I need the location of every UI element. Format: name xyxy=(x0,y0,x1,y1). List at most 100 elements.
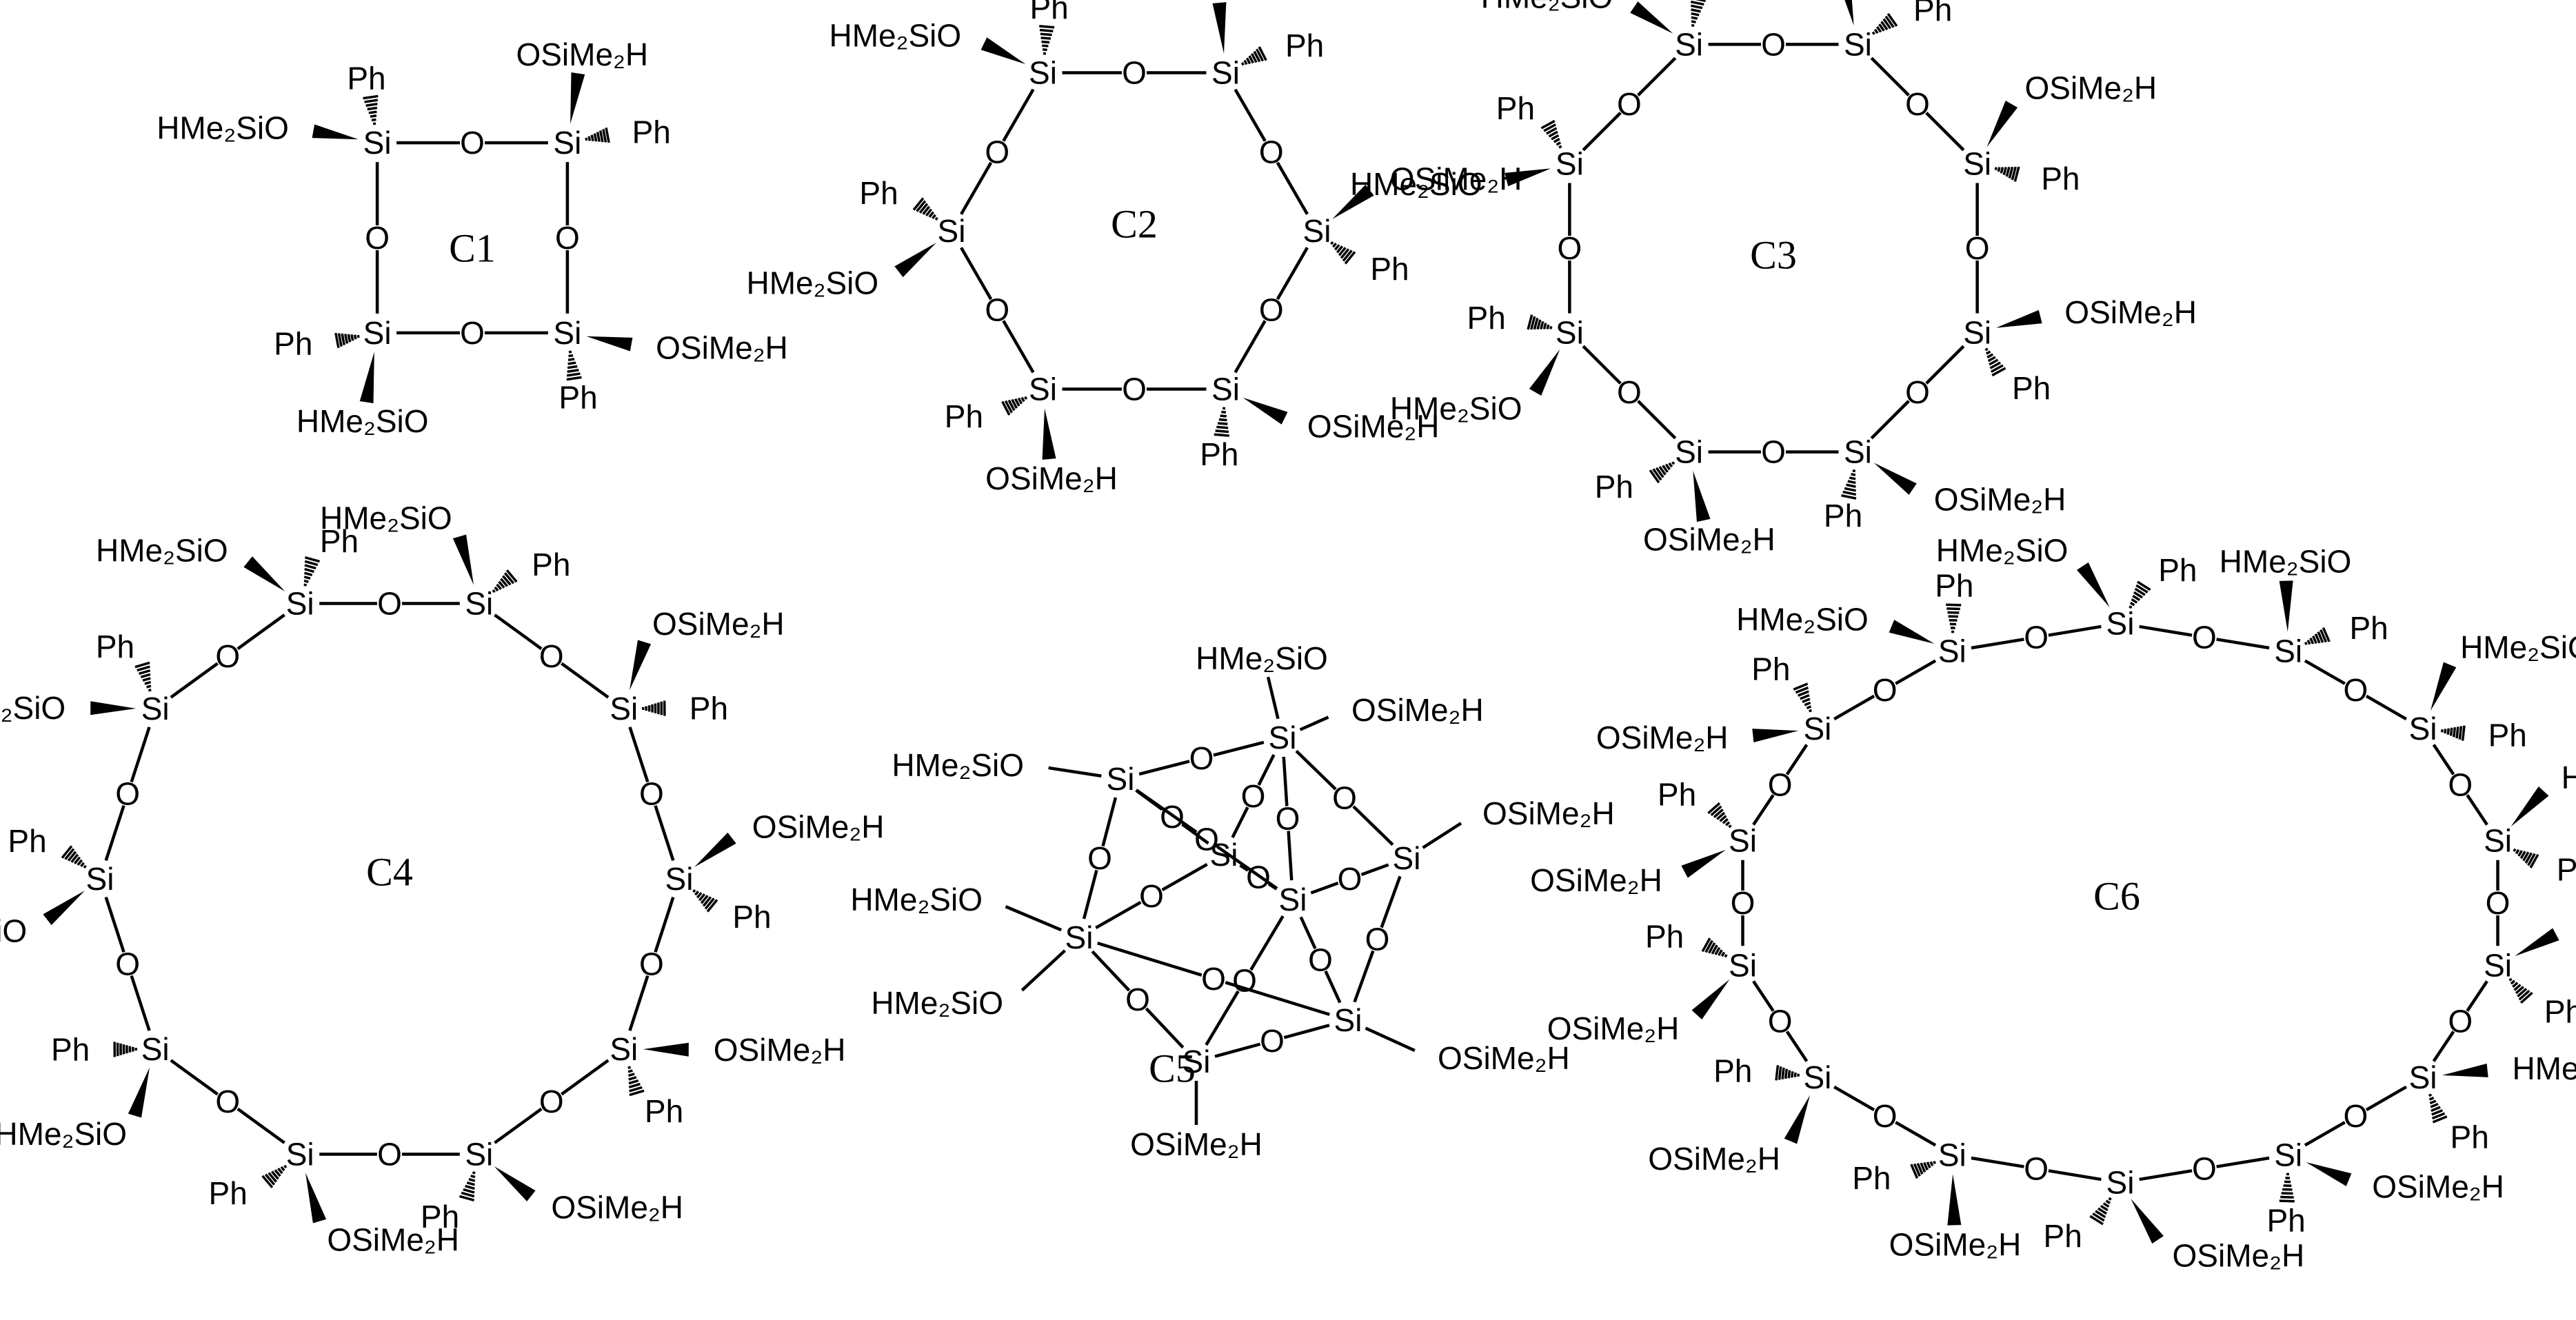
siloxy-substituent: OSiMe₂H xyxy=(327,1221,459,1257)
silicon-atom: Si xyxy=(1844,26,1872,62)
hashed-bond xyxy=(1022,398,1024,402)
bond-line xyxy=(1146,1008,1183,1048)
hashed-bond xyxy=(1216,431,1229,432)
hashed-bond xyxy=(936,218,938,220)
silicon-atom: Si xyxy=(1938,1137,1966,1172)
silicon-atom: Si xyxy=(2484,947,2512,983)
phenyl-substituent: Ph xyxy=(1200,436,1238,472)
hashed-bond xyxy=(1995,167,1996,170)
hashed-bond xyxy=(695,891,698,895)
silicon-atom: Si xyxy=(2484,823,2512,859)
oxygen-atom: O xyxy=(1201,961,1226,997)
silicon-atom: Si xyxy=(2409,1059,2437,1095)
silicon-atom: Si xyxy=(2106,605,2135,641)
bond-line xyxy=(1583,113,1620,150)
wedge-bond xyxy=(1043,408,1056,460)
hashed-bond xyxy=(1776,1065,1778,1080)
oxygen-atom: O xyxy=(1873,1098,1898,1134)
molecule-label-c2: C2 xyxy=(1111,202,1158,247)
silicon-atom: Si xyxy=(1065,920,1094,955)
bond-line xyxy=(1365,1028,1414,1050)
hashed-bond xyxy=(1554,139,1560,142)
hashed-bond xyxy=(1927,1162,1930,1168)
hashed-bond xyxy=(365,100,378,102)
silicon-atom: Si xyxy=(1938,633,1966,669)
wedge-bond xyxy=(1692,979,1730,1019)
siloxy-substituent: OSiMe₂H xyxy=(1547,1011,1680,1046)
siloxy-substituent: OSiMe₂H xyxy=(2024,70,2157,105)
oxygen-atom: O xyxy=(1873,672,1898,708)
molecule-c5: C5 OOOOOOOOOOOOOOOOSiSiSiSiSiSiSiSiHMe₂S… xyxy=(850,640,1614,1162)
silicon-atom: Si xyxy=(1963,314,1991,350)
bond-line xyxy=(1268,677,1278,719)
bond-line xyxy=(1638,58,1676,95)
hashed-bond xyxy=(693,890,695,892)
bond-line xyxy=(1926,346,1964,383)
wedge-bond xyxy=(2280,580,2293,631)
oxygen-atom: O xyxy=(1768,766,1793,802)
phenyl-substituent: Ph xyxy=(1645,918,1684,954)
bond-line xyxy=(561,1060,608,1094)
silicon-atom: Si xyxy=(1963,146,1991,182)
hashed-bond xyxy=(2001,167,2002,174)
phenyl-substituent: Ph xyxy=(8,823,46,859)
phenyl-substituent: Ph xyxy=(1913,0,1952,28)
bond-line xyxy=(1895,1122,1935,1145)
wedge-bond xyxy=(128,1068,150,1118)
siloxy-substituent: HMe₂SiO xyxy=(2512,1050,2576,1086)
wedge-bond xyxy=(2442,1064,2488,1077)
bond-line xyxy=(1098,943,1202,975)
siloxy-substituent: HMe₂SiO xyxy=(2562,760,2576,795)
wedge-bond xyxy=(981,37,1026,64)
hashed-bond xyxy=(2430,1101,2435,1103)
silicon-atom: Si xyxy=(1029,371,1057,407)
molecule-c3: C3 OOOOOOOOSiSiSiSiSiSiSiSiHMe₂SiOPhHMe₂… xyxy=(1350,0,2197,557)
hashed-bond xyxy=(2459,726,2461,739)
oxygen-atom: O xyxy=(1905,374,1930,410)
hashed-bond xyxy=(2431,1104,2438,1107)
bond-line xyxy=(1092,951,1129,991)
bond-line xyxy=(2305,661,2345,684)
silicon-atom: Si xyxy=(553,315,581,351)
oxygen-atom: O xyxy=(1761,434,1786,470)
oxygen-atom: O xyxy=(639,776,664,812)
siloxy-substituent: OSiMe₂H xyxy=(1648,1141,1780,1177)
siloxy-substituent: OSiMe₂H xyxy=(1530,862,1662,898)
oxygen-atom: O xyxy=(377,1136,402,1172)
hashed-bond xyxy=(2006,167,2009,176)
silicon-atom: Si xyxy=(363,315,392,351)
oxygen-atom: O xyxy=(2448,766,2473,802)
siloxy-substituent: HMe₂SiO xyxy=(320,500,452,536)
hashed-bond xyxy=(1331,242,1333,244)
silicon-atom: Si xyxy=(2106,1165,2135,1201)
hashed-bond xyxy=(358,335,359,338)
bond-line xyxy=(1834,1087,1874,1110)
phenyl-substituent: Ph xyxy=(51,1032,90,1068)
hashed-bond xyxy=(932,215,935,219)
hashed-bond xyxy=(2519,851,2522,856)
silicon-atom: Si xyxy=(1556,146,1584,182)
oxygen-atom: O xyxy=(377,586,402,622)
hashed-bond xyxy=(2104,1204,2109,1207)
oxygen-atom: O xyxy=(215,1084,240,1119)
hashed-bond xyxy=(603,129,606,142)
oxygen-atom: O xyxy=(639,946,664,982)
bond-line xyxy=(171,1060,218,1094)
siloxy-substituent: OSiMe₂H xyxy=(2064,294,2197,330)
phenyl-substituent: Ph xyxy=(2012,370,2051,406)
siloxy-substituent: OSiMe₂H xyxy=(1482,795,1615,831)
siloxy-substituent: HMe₂SiO xyxy=(1196,640,1328,676)
silicon-atom: Si xyxy=(1269,720,1297,755)
hashed-bond xyxy=(1802,699,1810,702)
hashed-bond xyxy=(366,104,378,105)
silicon-atom: Si xyxy=(1393,840,1421,876)
bond-line xyxy=(1361,865,1388,875)
hashed-bond xyxy=(1985,349,1988,350)
bond-line xyxy=(1214,742,1264,755)
siloxy-substituent: OSiMe₂H xyxy=(1596,720,1729,755)
siloxy-substituent: OSiMe₂H xyxy=(752,809,885,844)
phenyl-substituent: Ph xyxy=(1751,651,1790,687)
hashed-bond xyxy=(1042,45,1048,46)
bond-line xyxy=(1423,823,1461,848)
